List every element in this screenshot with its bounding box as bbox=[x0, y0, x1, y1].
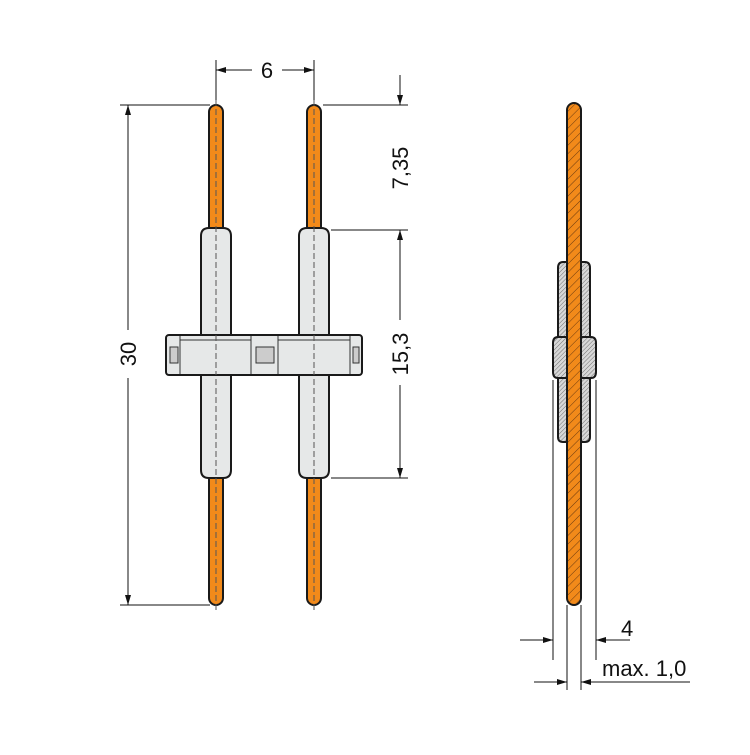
dim-pin-thickness: max. 1,0 bbox=[602, 656, 686, 681]
side-view bbox=[552, 102, 597, 606]
dim-housing-depth: 4 bbox=[621, 616, 633, 641]
housing bbox=[165, 334, 363, 376]
dimension-lines bbox=[120, 60, 690, 690]
dim-pitch: 6 bbox=[261, 58, 273, 83]
dim-total-length: 30 bbox=[116, 342, 141, 366]
dim-body-length: 15,3 bbox=[388, 333, 413, 376]
dim-top-length: 7,35 bbox=[388, 147, 413, 190]
